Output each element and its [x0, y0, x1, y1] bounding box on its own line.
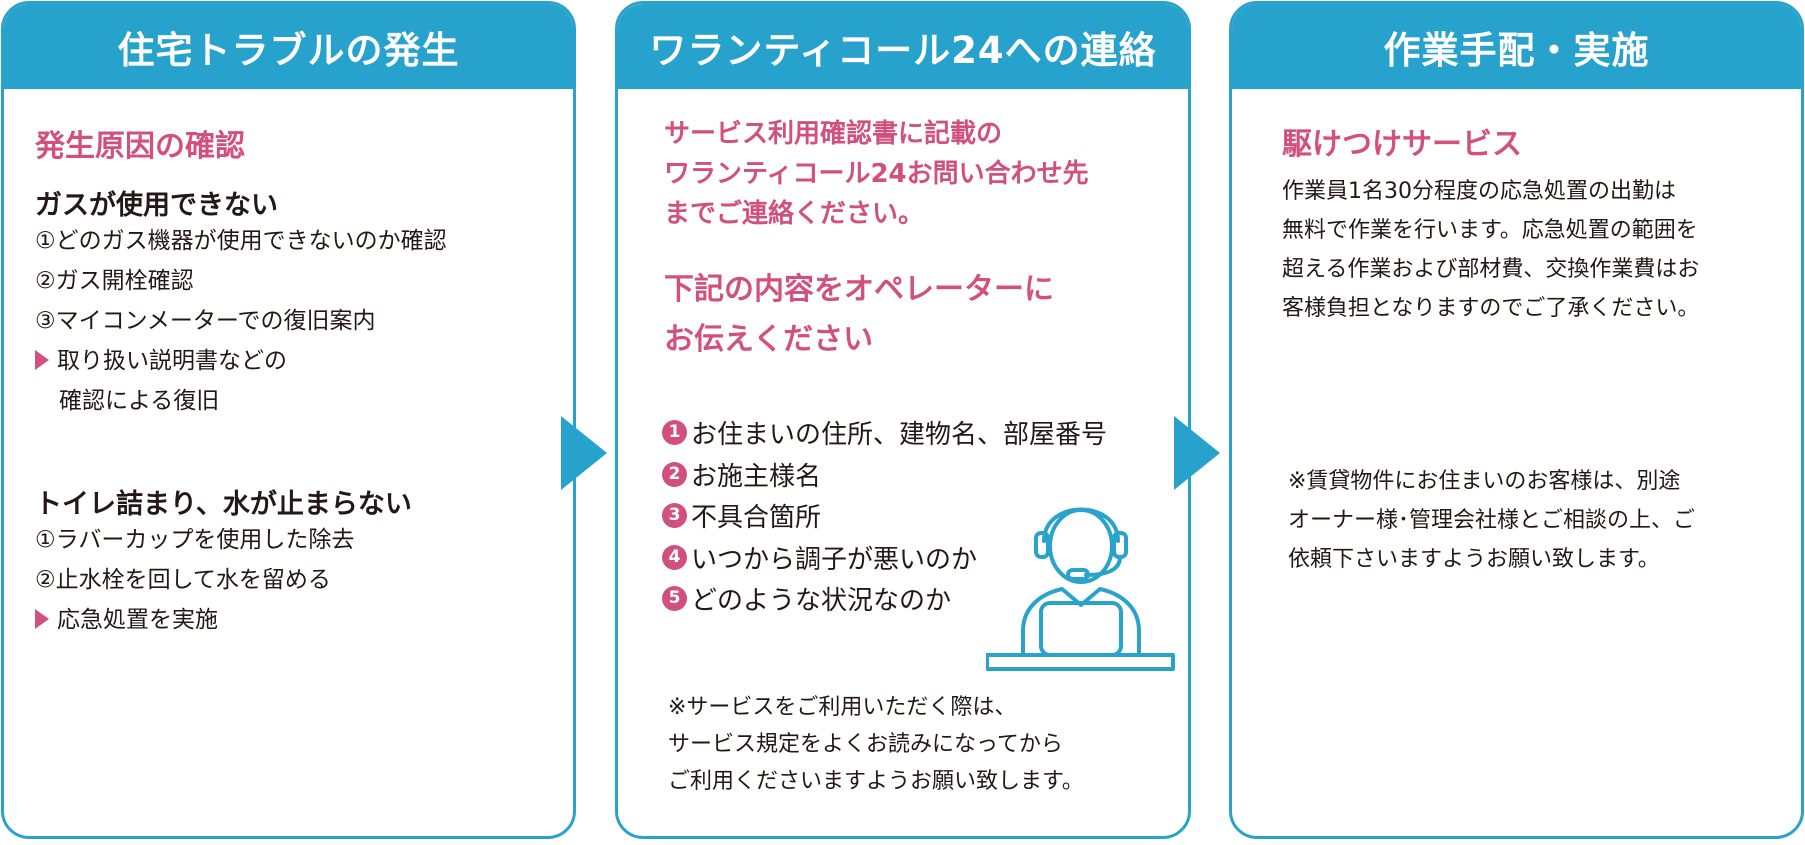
contact-line: サービス利用確認書に記載の [664, 119, 1003, 149]
number-badge: 2 [662, 461, 687, 487]
toilet-result: 応急処置を実施 [35, 600, 354, 640]
rush-service-title: 駆けつけサービス [1282, 127, 1522, 162]
gas-result-line1: 取り扱い説明書などの [57, 348, 287, 374]
note-line: オーナー様･管理会社様とご相談の上、ご [1288, 508, 1696, 533]
number-badge: 5 [662, 586, 687, 611]
flow-arrow-icon [1174, 416, 1220, 490]
toilet-step: ①ラバーカップを使用した除去 [35, 527, 355, 553]
number-badge: 4 [662, 544, 687, 570]
gas-step: ①どのガス機器が使用できないのか確認 [35, 228, 447, 254]
headset-operator-icon [986, 507, 1175, 671]
list-item-text: いつから調子が悪いのか [691, 544, 978, 575]
tell-operator-title: 下記の内容をオペレーターに お伝えください [664, 265, 1054, 365]
note-line: ※サービスをご利用いただく際は、 [668, 695, 1017, 720]
step2-header: ワランティコール24への連絡 [618, 4, 1188, 89]
step3-header: 作業手配・実施 [1232, 4, 1801, 89]
note-line: サービス規定をよくお読みになってから [668, 732, 1063, 757]
cause-check-title: 発生原因の確認 [35, 129, 245, 164]
desc-line: 作業員1名30分程度の応急処置の出勤は [1282, 179, 1676, 204]
note-line: ご利用くださいますようお願い致します。 [668, 769, 1084, 794]
service-description: 作業員1名30分程度の応急処置の出勤は 無料で作業を行います。応急処置の範囲を … [1282, 172, 1699, 328]
note-line: ※賃貸物件にお住まいのお客様は、別途 [1288, 469, 1681, 494]
gas-step: ②ガス開栓確認 [35, 268, 194, 294]
toilet-step: ②止水栓を回して水を留める [35, 567, 331, 593]
toilet-steps-list: ①ラバーカップを使用した除去 ②止水栓を回して水を留める 応急処置を実施 [35, 520, 354, 640]
list-item-text: どのような状況なのか [691, 586, 952, 616]
tell-line: お伝えください [664, 322, 874, 357]
gas-result-line2: 確認による復旧 [59, 388, 220, 414]
step1-card: 住宅トラブルの発生 発生原因の確認 ガスが使用できない ①どのガス機器が使用でき… [1, 1, 576, 839]
gas-issue-title: ガスが使用できない [35, 190, 278, 221]
number-badge: 1 [662, 420, 687, 445]
contact-instruction: サービス利用確認書に記載の ワランティコール24お問い合わせ先 までご連絡くださ… [664, 114, 1089, 234]
contact-line: までご連絡ください。 [664, 199, 925, 229]
desc-line: 無料で作業を行います。応急処置の範囲を [1282, 218, 1698, 243]
toilet-result-text: 応急処置を実施 [57, 607, 218, 633]
gas-steps-list: ①どのガス機器が使用できないのか確認 ②ガス開栓確認 ③マイコンメーターでの復旧… [35, 221, 447, 421]
contact-line: ワランティコール24お問い合わせ先 [664, 159, 1089, 189]
desc-line: 超える作業および部材費、交換作業費はお [1282, 257, 1700, 282]
step1-header: 住宅トラブルの発生 [4, 4, 573, 89]
gas-result: 取り扱い説明書などの [35, 341, 447, 381]
gas-step: ③マイコンメーターでの復旧案内 [35, 308, 376, 334]
step2-card: ワランティコール24への連絡 サービス利用確認書に記載の ワランティコール24お… [615, 1, 1191, 839]
step3-card: 作業手配・実施 駆けつけサービス 作業員1名30分程度の応急処置の出勤は 無料で… [1229, 1, 1804, 839]
rental-note: ※賃貸物件にお住まいのお客様は、別途 オーナー様･管理会社様とご相談の上、ご 依… [1288, 462, 1695, 579]
flow-arrow-icon [561, 416, 607, 490]
list-item-text: お施主様名 [691, 461, 822, 492]
note-line: 依頼下さいますようお願い致します。 [1288, 547, 1660, 572]
list-item-text: 不具合箇所 [691, 503, 822, 533]
triangle-bullet-icon [35, 349, 49, 370]
desc-line: 客様負担となりますのでご了承ください。 [1282, 296, 1700, 321]
usage-note: ※サービスをご利用いただく際は、 サービス規定をよくお読みになってから ご利用く… [668, 689, 1084, 800]
toilet-issue-title: トイレ詰まり、水が止まらない [35, 489, 412, 520]
number-badge: 3 [662, 503, 687, 528]
list-item-text: お住まいの住所、建物名、部屋番号 [691, 420, 1108, 450]
triangle-bullet-icon [35, 608, 49, 629]
tell-line: 下記の内容をオペレーターに [664, 272, 1054, 307]
